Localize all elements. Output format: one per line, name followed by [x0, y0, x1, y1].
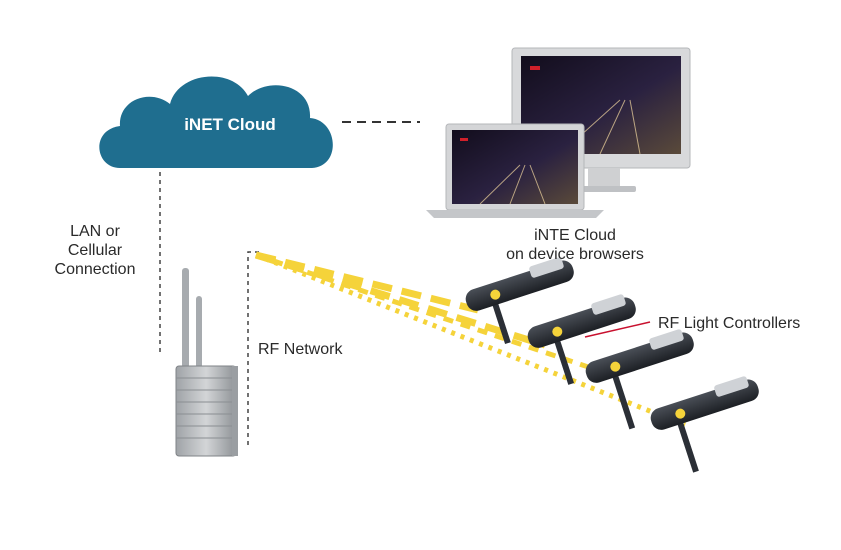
browsers-label-line-1: iNTE Cloud [534, 227, 616, 244]
controllers-label: RF Light Controllers [658, 315, 801, 332]
rf-link-2 [254, 251, 547, 349]
connection-label-line-1: LAN or [70, 223, 120, 240]
browsers-label-line-2: on device browsers [506, 246, 644, 263]
light-controller-2 [527, 294, 636, 385]
rf-gateway-device [175, 268, 238, 457]
connection-label-line-3: Connection [54, 261, 136, 278]
browsers-label: iNTE Cloud on device browsers [480, 226, 670, 264]
antenna-right [196, 296, 202, 368]
rf-link-3 [255, 252, 613, 378]
connection-label: LAN or Cellular Connection [40, 222, 150, 279]
light-controller-3 [585, 329, 694, 430]
cloud-icon [99, 76, 333, 168]
controllers-pointer-line [584, 321, 651, 338]
rf-links [254, 251, 686, 428]
connection-label-line-2: Cellular [67, 242, 123, 259]
light-controller-4 [650, 376, 759, 473]
rf-link-4 [255, 252, 686, 428]
cloud-label: iNET Cloud [184, 115, 276, 134]
rf-network-label: RF Network [258, 341, 343, 358]
antenna-left [182, 268, 189, 368]
laptop-icon [426, 123, 604, 218]
light-controller-1 [465, 257, 574, 345]
